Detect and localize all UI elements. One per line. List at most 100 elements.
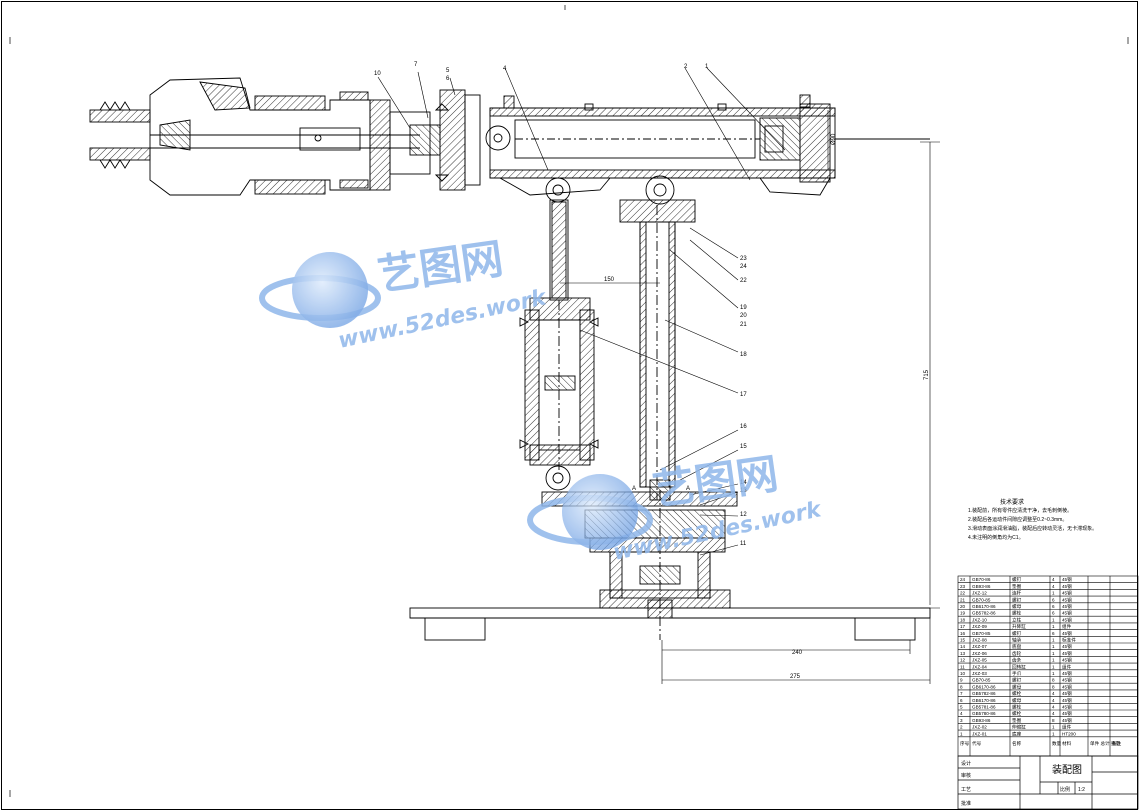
parts-cell-mat: 组件 [1062, 663, 1072, 670]
parts-cell-code: GB70-86 [972, 577, 991, 582]
parts-cell-mat: 45钢 [1062, 697, 1072, 704]
parts-cell-code: GB6170-86 [972, 698, 996, 703]
watermark-brand: 艺图网 [375, 234, 507, 300]
parts-cell-qty: 4 [1052, 577, 1055, 582]
gripper-assembly [89, 77, 511, 196]
parts-cell-mat: 45钢 [1062, 670, 1072, 677]
parts-cell-no: 1 [960, 731, 963, 736]
parts-cell-code: GB93-86 [972, 584, 991, 589]
parts-cell-qty: 4 [1052, 584, 1055, 589]
callout-23: 23 [740, 256, 747, 262]
parts-cell-qty: 8 [1052, 684, 1055, 689]
frame-ticks [9, 5, 1129, 797]
parts-cell-name: 升降缸 [1012, 623, 1026, 630]
parts-cell-name: 螺栓 [1012, 610, 1022, 617]
parts-cell-code: GB70-85 [972, 678, 991, 683]
lifting-cylinder [519, 297, 599, 491]
parts-header-mat: 材料 [1062, 740, 1072, 747]
parts-cell-no: 3 [960, 718, 963, 723]
parts-cell-qty: 1 [1052, 638, 1055, 643]
parts-cell-no: 5 [960, 705, 963, 710]
parts-cell-qty: 4 [1052, 691, 1055, 696]
parts-header-no: 序号 [960, 740, 970, 747]
parts-cell-name: 伸缩缸 [1012, 724, 1026, 731]
parts-cell-qty: 1 [1052, 591, 1055, 596]
parts-cell-mat: 45钢 [1062, 643, 1072, 650]
callout-5: 5 [446, 68, 450, 74]
callout-22: 22 [740, 278, 747, 284]
parts-cell-name: 螺钉 [1012, 596, 1022, 603]
parts-cell-code: JXZ-06 [972, 651, 987, 656]
parts-cell-mat: HT200 [1062, 731, 1076, 736]
parts-cell-code: GB70-85 [972, 631, 991, 636]
parts-cell-mat: 45钢 [1062, 677, 1072, 684]
parts-header-remark: 备注 [1112, 740, 1122, 747]
title-process: 工艺 [961, 787, 971, 793]
parts-cell-qty: 1 [1052, 624, 1055, 629]
parts-cell-no: 19 [960, 611, 966, 616]
parts-cell-no: 12 [960, 658, 966, 663]
title-drawing-name: 装配图 [1052, 763, 1082, 776]
tech-req-line-3: 3.滑动表面涂润滑油脂，装配后应转动灵活，无卡滞现象。 [968, 525, 1097, 532]
parts-cell-qty: 6 [1052, 611, 1055, 616]
parts-cell-qty: 6 [1052, 631, 1055, 636]
telescopic-cylinder [489, 94, 930, 196]
parts-cell-qty: 8 [1052, 678, 1055, 683]
tech-requirements: 技术要求 1.装配前，所有零件应清洗干净，去毛刺倒棱。 2.装配后各运动件间隙应… [968, 498, 1097, 541]
section-label-a: A [632, 486, 636, 492]
parts-cell-qty: 8 [1052, 718, 1055, 723]
parts-cell-code: GB93-86 [972, 718, 991, 723]
callout-15: 15 [740, 444, 747, 450]
callout-11: 11 [740, 541, 747, 547]
parts-cell-mat: 45钢 [1062, 717, 1072, 724]
tech-req-line-1: 1.装配前，所有零件应清洗干净，去毛刺倒棱。 [968, 507, 1072, 514]
parts-cell-name: 连杆 [1012, 590, 1022, 597]
dim-715: 715 [924, 369, 930, 380]
parts-cell-mat: 45钢 [1062, 610, 1072, 617]
title-check: 审核 [961, 772, 971, 779]
parts-cell-code: JXZ-05 [972, 658, 987, 663]
parts-cell-no: 16 [960, 631, 966, 636]
parts-cell-mat: 45钢 [1062, 583, 1072, 590]
tech-req-line-2: 2.装配后各运动件间隙应调整至0.2~0.3mm。 [968, 516, 1067, 523]
parts-cell-name: 螺钉 [1012, 677, 1022, 684]
parts-cell-code: GB5781-86 [972, 705, 996, 710]
callout-16: 16 [740, 424, 747, 430]
watermark-top: 艺图网 www.52des.work [259, 234, 550, 354]
callout-19: 19 [740, 305, 747, 311]
parts-cell-name: 立柱 [1012, 616, 1022, 623]
parts-cell-code: JXZ-01 [972, 731, 987, 736]
parts-cell-code: JXZ-03 [972, 671, 987, 676]
title-approve: 批准 [961, 800, 971, 807]
parts-cell-qty: 6 [1052, 604, 1055, 609]
callout-14: 14 [740, 480, 747, 486]
parts-cell-qty: 1 [1052, 731, 1055, 736]
callout-21: 21 [740, 322, 747, 328]
parts-cell-code: JXZ-09 [972, 624, 987, 629]
parts-cell-code: JXZ-02 [972, 725, 987, 730]
parts-cell-qty: 1 [1052, 725, 1055, 730]
parts-cell-no: 4 [960, 711, 963, 716]
parts-cell-no: 10 [960, 671, 966, 676]
parts-cell-name: 螺母 [1012, 603, 1022, 610]
parts-cell-mat: 45钢 [1062, 704, 1072, 711]
parts-cell-mat: 45钢 [1062, 616, 1072, 623]
callout-20: 20 [740, 313, 747, 319]
dimension-values: 150 240 275 715 Ø90 A A [604, 133, 930, 680]
callout-4: 4 [503, 66, 507, 72]
parts-cell-qty: 4 [1052, 698, 1055, 703]
parts-cell-no: 23 [960, 584, 966, 589]
